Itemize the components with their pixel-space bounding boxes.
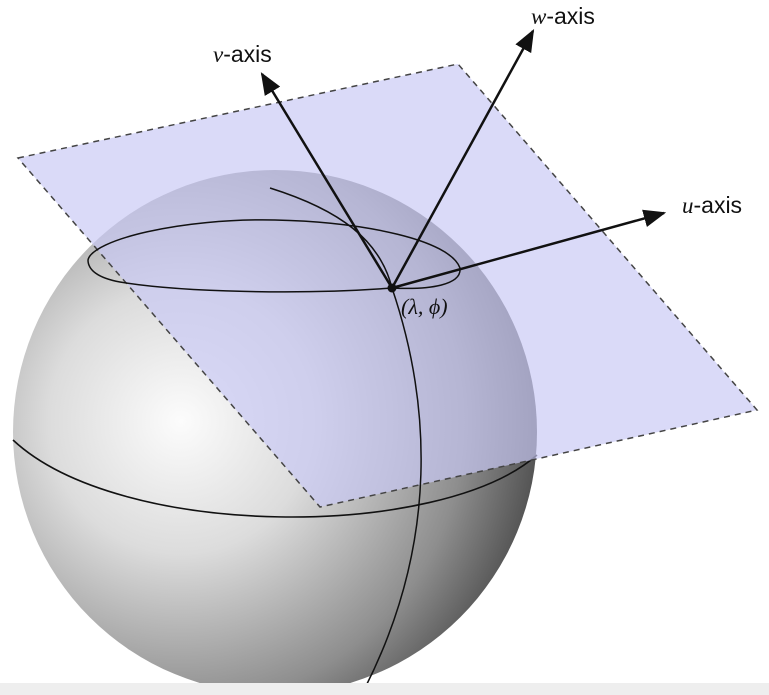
v-axis-arrow bbox=[260, 72, 394, 289]
equator-line bbox=[12, 439, 538, 518]
w-axis-arrow bbox=[390, 29, 535, 289]
tangent-point bbox=[387, 283, 397, 293]
meridian-line bbox=[269, 187, 422, 689]
w-axis-label: w-axis bbox=[531, 3, 595, 29]
v-axis-label: v-axis bbox=[213, 41, 272, 67]
tangent-plane bbox=[16, 63, 759, 508]
bottom-border-bar bbox=[0, 683, 769, 695]
point-label: (λ, ϕ) bbox=[401, 294, 448, 319]
u-axis-label: u-axis bbox=[682, 192, 742, 218]
latitude-circle bbox=[87, 219, 461, 293]
u-axis-arrow bbox=[391, 209, 667, 290]
